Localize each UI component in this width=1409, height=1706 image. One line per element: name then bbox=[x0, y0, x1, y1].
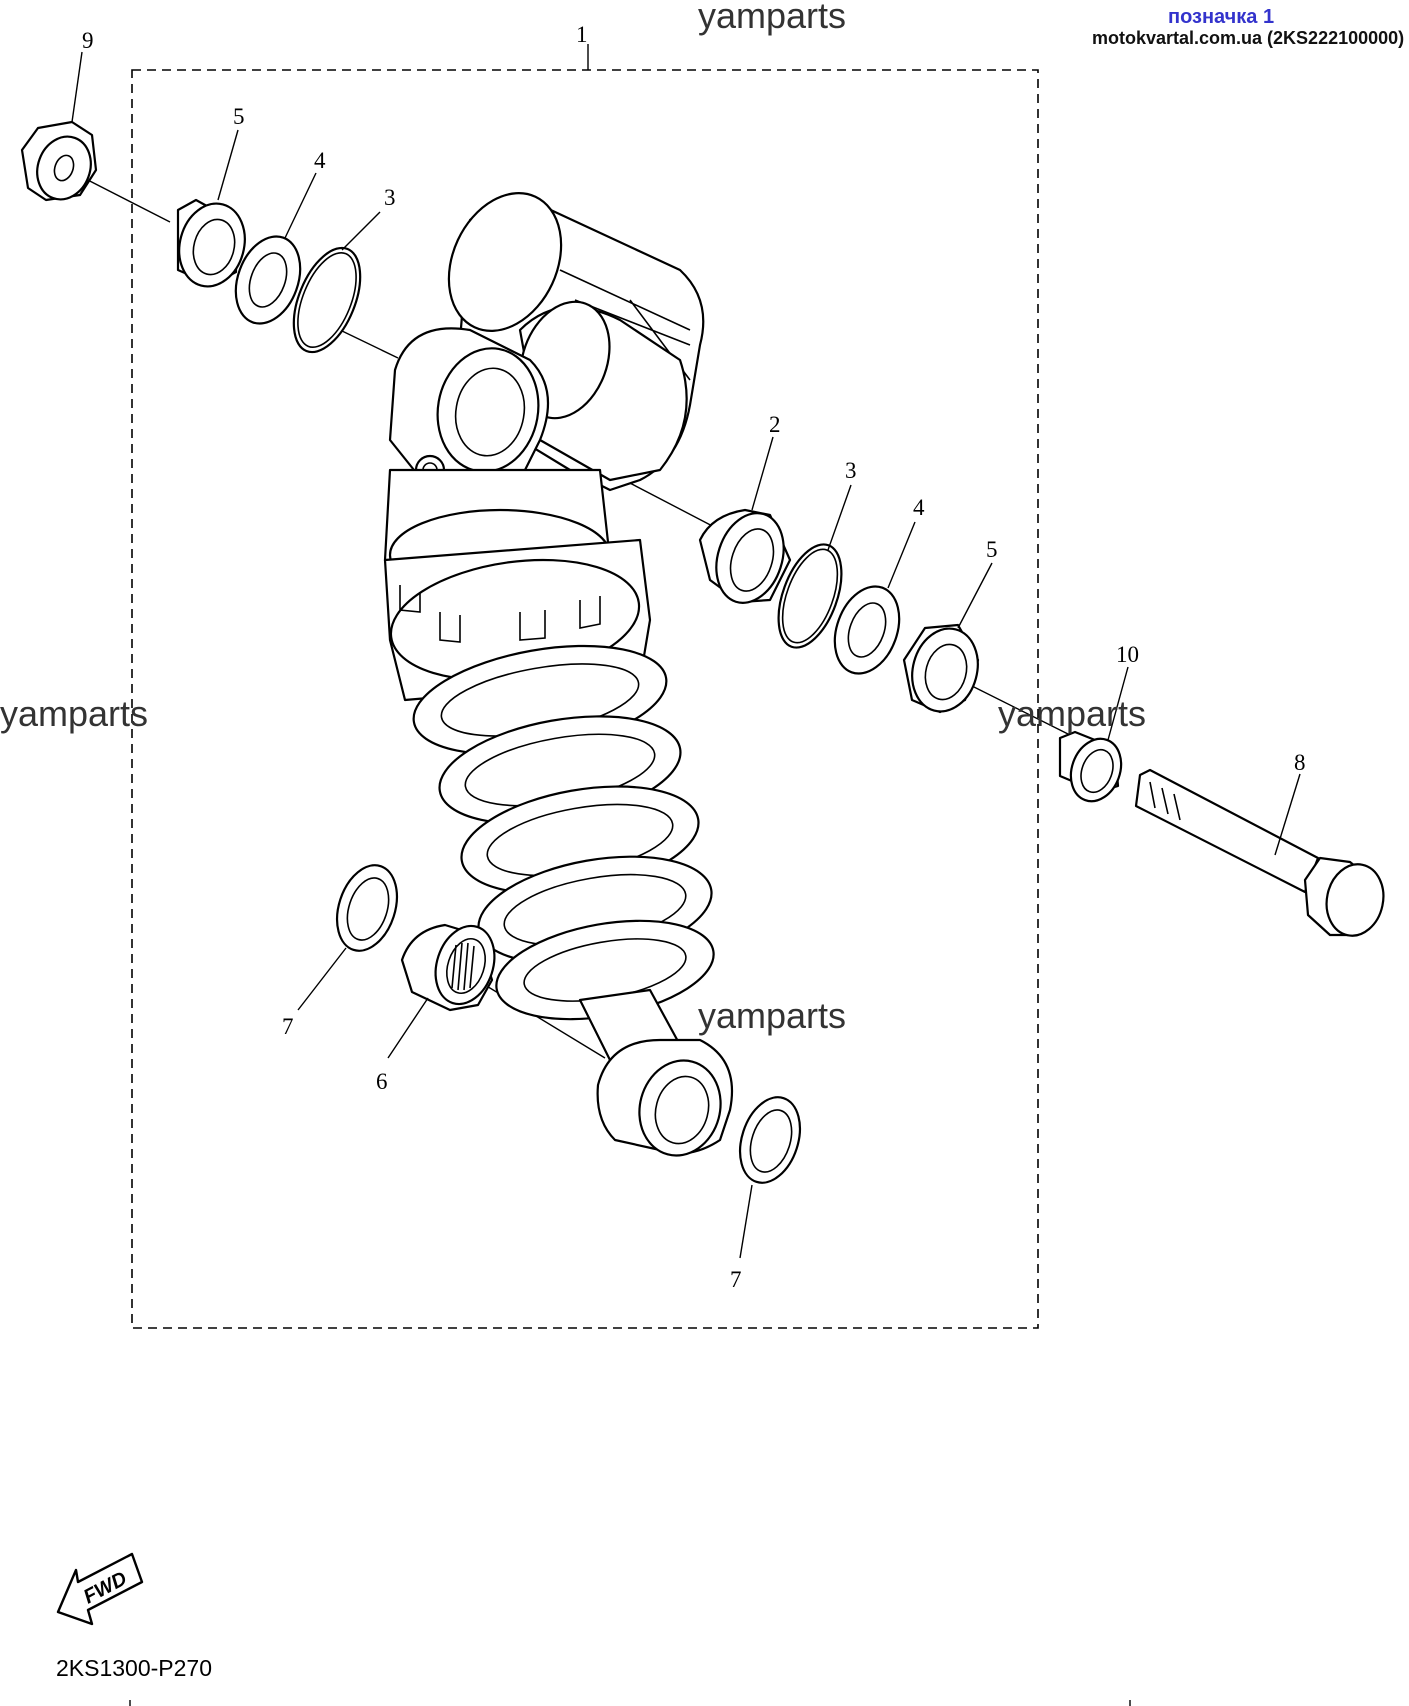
callout-7-left: 7 bbox=[282, 1014, 294, 1039]
leader-axis-right bbox=[969, 684, 1071, 736]
part-7-seal-right bbox=[739, 1096, 801, 1184]
callout-3-left: 3 bbox=[384, 185, 396, 210]
callout-8: 8 bbox=[1294, 750, 1306, 775]
watermark-right: yamparts bbox=[998, 693, 1146, 734]
callout-5-left: 5 bbox=[233, 104, 245, 129]
callout-1: 1 bbox=[576, 22, 588, 47]
spring-coils bbox=[412, 644, 715, 1021]
watermark-left: yamparts bbox=[0, 693, 148, 734]
callout-9: 9 bbox=[82, 28, 94, 53]
part-4-washer-right bbox=[833, 585, 901, 675]
watermark-bottom: yamparts bbox=[698, 995, 846, 1036]
fwd-arrow-icon: FWD bbox=[56, 1552, 144, 1626]
part-4-washer-left bbox=[234, 235, 302, 325]
callout-6: 6 bbox=[376, 1069, 388, 1094]
part-3-oring-left bbox=[292, 246, 362, 354]
leader-7-right bbox=[739, 1184, 753, 1259]
part-2-bushing bbox=[698, 508, 792, 604]
leader-5-right bbox=[957, 562, 993, 629]
leader-10 bbox=[1107, 666, 1129, 741]
leader-3-right bbox=[827, 484, 852, 551]
callout-5-right: 5 bbox=[986, 537, 998, 562]
leader-axis-upper-left bbox=[77, 174, 171, 223]
leader-4-left bbox=[284, 172, 317, 239]
callout-2: 2 bbox=[769, 412, 781, 437]
assembly-boundary bbox=[131, 69, 1039, 1329]
part-8-bolt bbox=[1134, 768, 1385, 937]
leader-7-left bbox=[297, 947, 347, 1011]
part-9-nut bbox=[20, 120, 98, 202]
part-3-oring-right bbox=[777, 543, 843, 649]
leader-5-left bbox=[217, 129, 239, 201]
callout-4-left: 4 bbox=[314, 148, 326, 173]
diagram-code: 2KS1300-P270 bbox=[56, 1655, 212, 1681]
shock-absorber-assembly bbox=[383, 192, 734, 1157]
leader-6 bbox=[387, 997, 429, 1059]
leader-9 bbox=[71, 51, 83, 123]
part-5-collar-right bbox=[902, 623, 980, 714]
leader-axis-upper-mid bbox=[339, 329, 399, 359]
callout-7-right: 7 bbox=[730, 1267, 742, 1292]
callout-3-right: 3 bbox=[845, 458, 857, 483]
callout-10: 10 bbox=[1116, 642, 1139, 667]
leader-2 bbox=[751, 436, 774, 511]
leader-4-right bbox=[887, 521, 916, 589]
part-10-spacer bbox=[1058, 730, 1123, 803]
callout-4-right: 4 bbox=[913, 495, 925, 520]
watermark-top: yamparts bbox=[698, 0, 846, 36]
part-7-seal-left bbox=[336, 864, 398, 952]
leader-8 bbox=[1274, 773, 1301, 856]
leader-3-left bbox=[341, 211, 381, 251]
part-5-collar-left bbox=[176, 198, 246, 288]
header-label: позначка 1 bbox=[1168, 6, 1274, 28]
header-source: motokvartal.com.ua (2KS222100000) bbox=[1092, 28, 1404, 48]
part-6-needle-bearing bbox=[400, 923, 496, 1012]
